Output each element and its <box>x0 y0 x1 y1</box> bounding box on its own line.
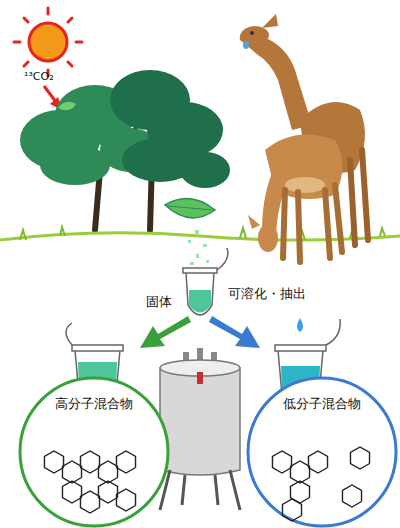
bubble-circle <box>248 378 396 526</box>
solid-arrow <box>140 316 191 348</box>
molecule-ring <box>350 447 369 469</box>
molecule-ring <box>116 451 135 473</box>
nmr-magnet <box>160 348 240 510</box>
extract-arrow <box>209 316 260 348</box>
molecule-ring <box>62 461 81 483</box>
molecule-ring <box>342 485 361 507</box>
leaf <box>165 199 215 265</box>
sun <box>14 8 82 76</box>
mixture-bubble: 低分子混合物 <box>246 376 398 528</box>
bubble-heading: 低分子混合物 <box>283 396 361 412</box>
molecule-ring <box>44 451 63 473</box>
step-label: 可溶化・抽出 <box>228 286 306 302</box>
deer <box>248 134 343 262</box>
molecule-ring <box>116 489 135 511</box>
molecule-ring <box>80 451 99 473</box>
molecule-ring <box>62 481 81 503</box>
molecule-ring <box>98 481 117 503</box>
molecule-ring <box>80 491 99 513</box>
molecule-ring <box>272 451 291 473</box>
molecule-ring <box>290 461 309 483</box>
mixture-bubble: 高分子混合物 <box>18 376 170 528</box>
molecule-ring <box>282 499 301 521</box>
bubble-circle <box>20 378 168 526</box>
trees <box>20 70 230 230</box>
step-label: 固体 <box>146 294 172 310</box>
bubble-heading: 高分子混合物 <box>55 396 133 412</box>
gas-label: ¹³CO₂ <box>24 70 54 83</box>
molecule-ring <box>98 461 117 483</box>
sample-tube <box>183 248 228 315</box>
molecule-ring <box>308 451 327 473</box>
deer <box>240 14 368 245</box>
